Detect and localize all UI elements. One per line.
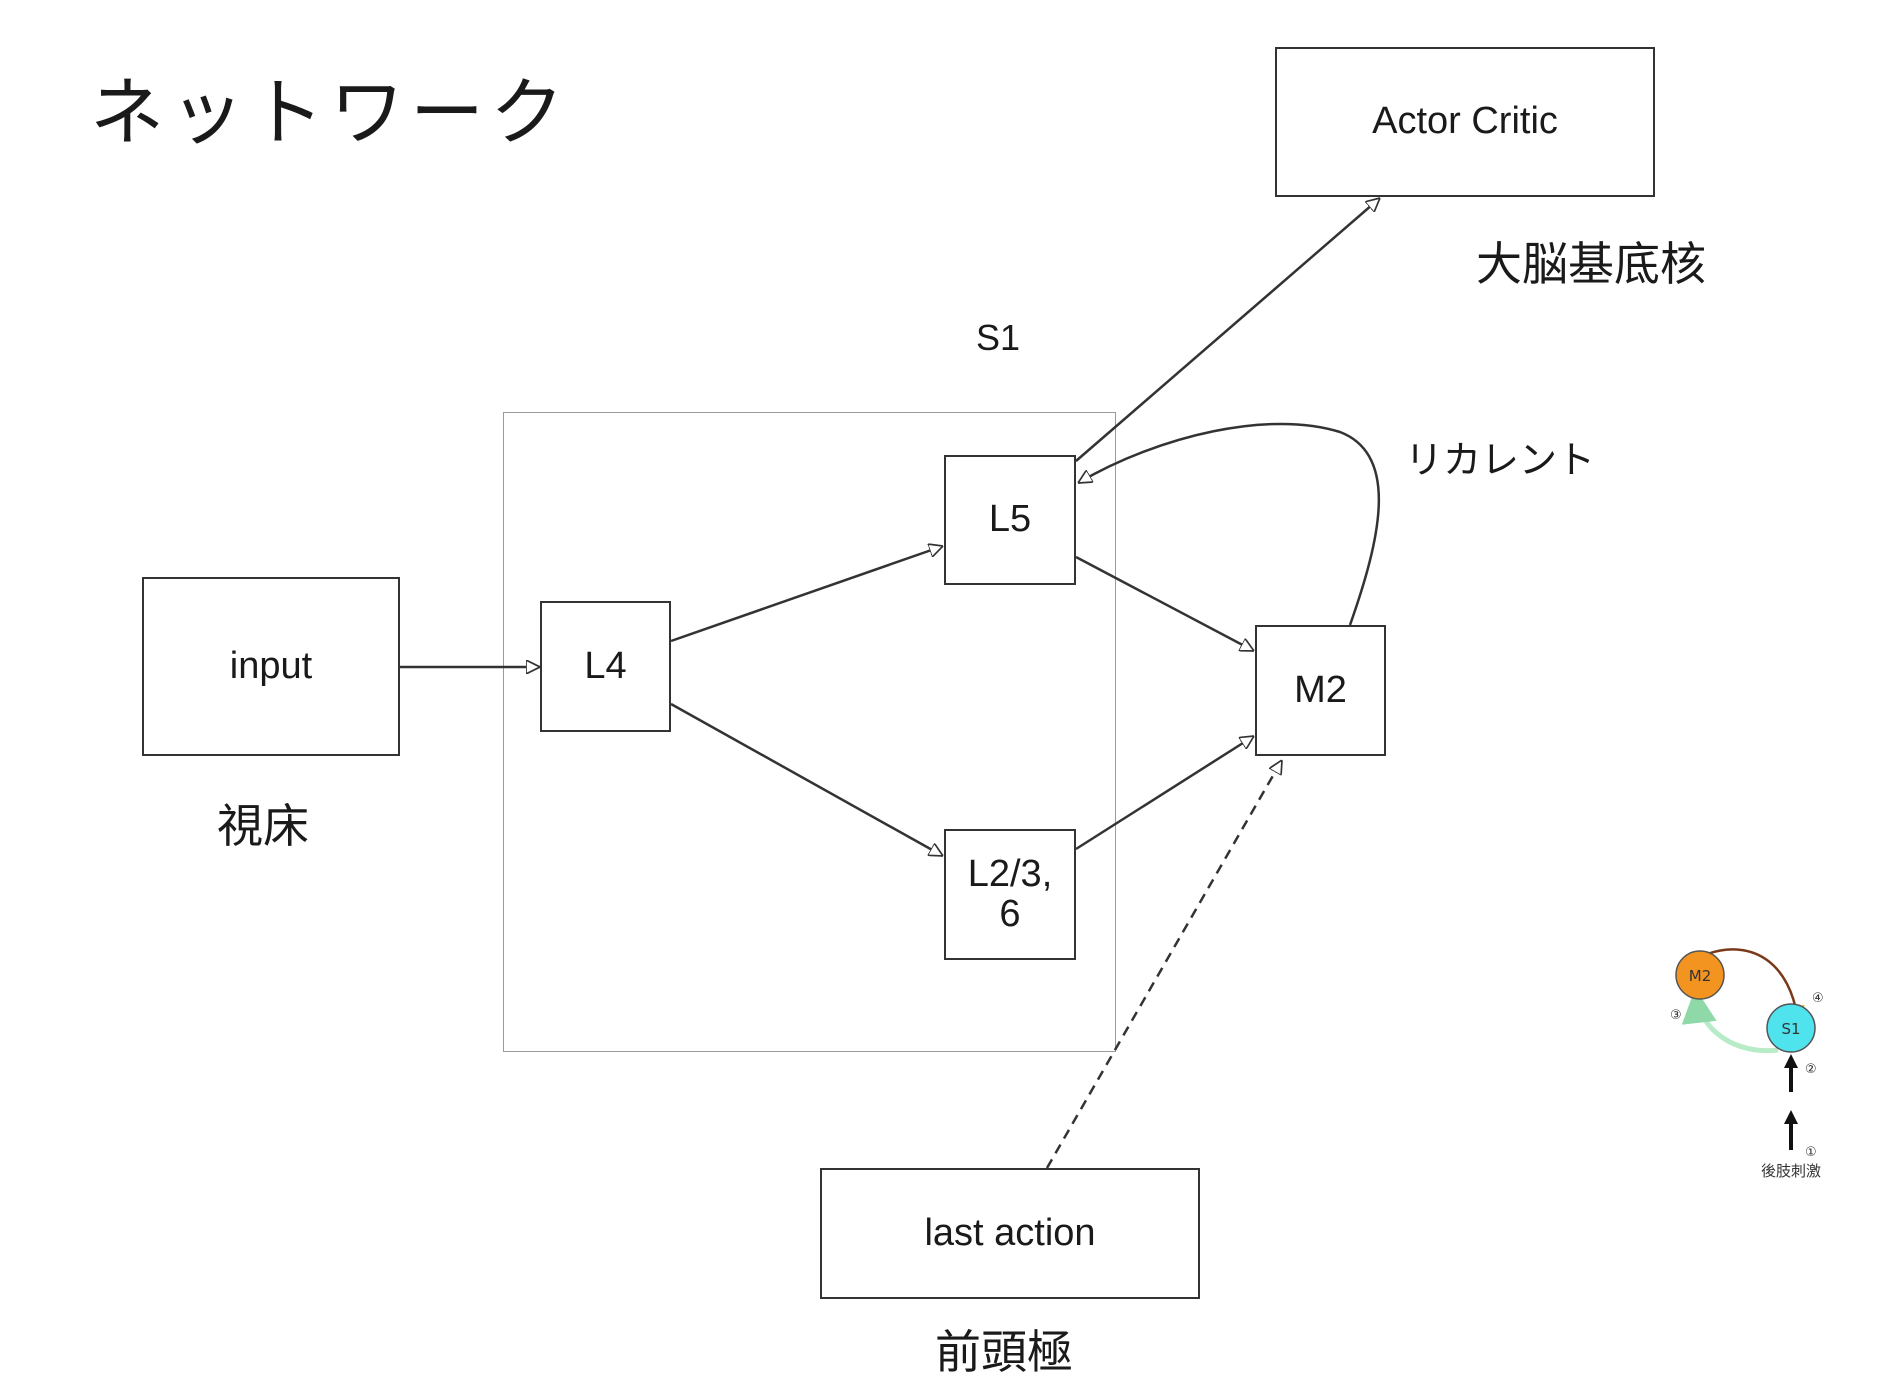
basal-ganglia-label: 大脳基底核 — [1476, 237, 1706, 291]
l23-6-line-1: L2/3, — [967, 852, 1053, 895]
l23-6-node: L2/3, 6 — [944, 829, 1076, 960]
inset-step3: ③ — [1670, 1008, 1682, 1023]
input-node: input — [142, 577, 400, 756]
inset-m2-s1-diagram: M2 S1 ③ ④ ② ① 後肢刺激 — [1670, 948, 1824, 1180]
arrow-l5-to-actor-critic — [1075, 198, 1380, 462]
arrow-l5-to-m2 — [1075, 555, 1254, 653]
recurrent-label: リカレント — [1405, 438, 1596, 482]
last-action-node: last action — [820, 1168, 1200, 1299]
m2-node: M2 — [1255, 625, 1386, 756]
inset-curve-s1-to-m2 — [1681, 988, 1779, 1054]
inset-m2-circle — [1675, 950, 1725, 1000]
arrow-last-action-to-m2 — [1045, 760, 1284, 1169]
actor-critic-node: Actor Critic — [1275, 47, 1655, 197]
thalamus-label: 視床 — [217, 799, 309, 853]
inset-m2-text: M2 — [1689, 967, 1712, 985]
inset-s1-circle — [1766, 1003, 1816, 1053]
arrow-l23-to-m2 — [1075, 734, 1254, 851]
s1-region-frame — [503, 412, 1116, 1052]
l23-6-line-2: 6 — [999, 892, 1021, 935]
inset-curve-m2-to-s1 — [1706, 948, 1805, 1024]
arrow-recurrent-m2-to-l5 — [1078, 422, 1380, 626]
page-title: ネットワーク — [90, 70, 570, 156]
inset-s1-text: S1 — [1781, 1020, 1800, 1038]
inset-step4: ④ — [1812, 991, 1824, 1006]
l5-node: L5 — [944, 455, 1076, 585]
arrow-l4-to-l5 — [670, 546, 943, 643]
l4-node: L4 — [540, 601, 671, 732]
frontal-pole-label: 前頭極 — [935, 1325, 1073, 1379]
inset-step2: ② — [1805, 1062, 1817, 1077]
inset-step1: ① — [1805, 1145, 1817, 1160]
inset-caption: 後肢刺激 — [1761, 1162, 1821, 1180]
arrow-l4-to-l23 — [670, 702, 943, 858]
s1-label: S1 — [976, 317, 1021, 358]
